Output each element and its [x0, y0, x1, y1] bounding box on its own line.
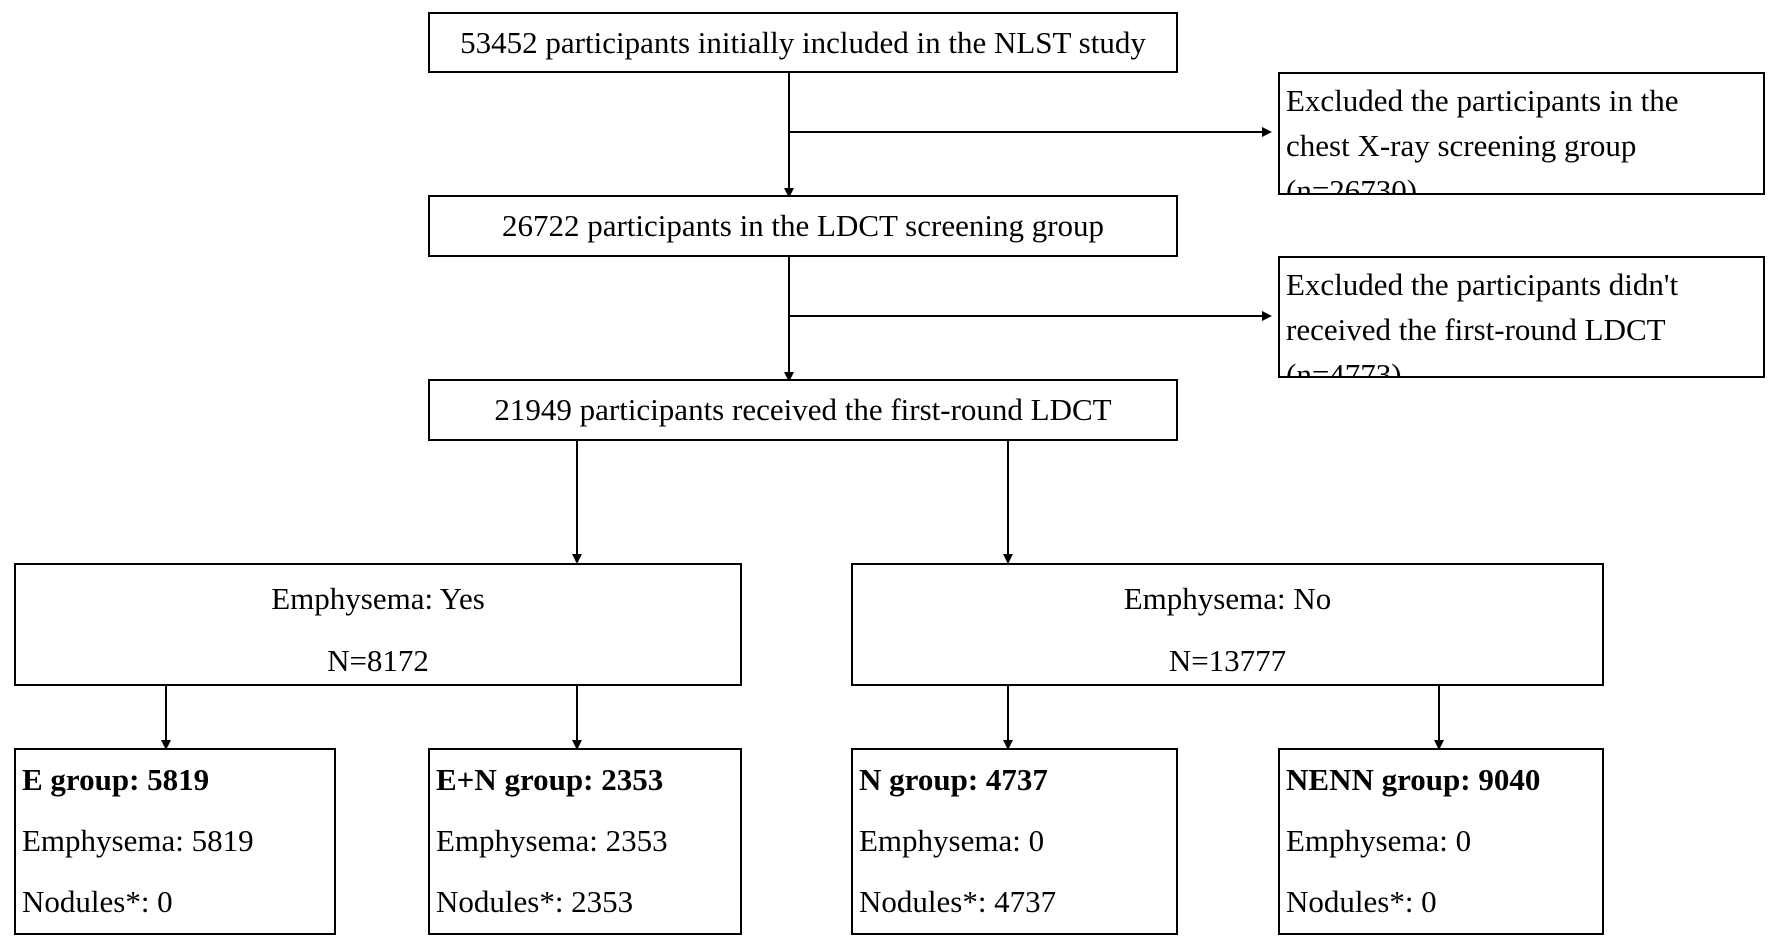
exclusion-xray-line-2: chest X-ray screening group — [1286, 128, 1637, 163]
initial-participants-box: 53452 participants initially included in… — [428, 12, 1178, 73]
e-group-nodules: Nodules*: 0 — [22, 884, 173, 919]
exclusion-first-round-line-2: received the first-round LDCT — [1286, 312, 1666, 347]
e-group-box: E group: 5819 Emphysema: 5819 Nodules*: … — [14, 748, 336, 935]
n-group-emphysema: Emphysema: 0 — [859, 823, 1045, 858]
emphysema-no-label: Emphysema: No — [1123, 581, 1332, 616]
n-group-box: N group: 4737 Emphysema: 0 Nodules*: 473… — [851, 748, 1178, 935]
exclusion-xray-line-3: (n=26730) — [1286, 173, 1418, 195]
exclusion-xray-box: Excluded the participants in the chest X… — [1278, 72, 1765, 195]
emphysema-no-box: Emphysema: No N=13777 — [851, 563, 1604, 686]
nenn-group-title: NENN group: 9040 — [1286, 762, 1541, 797]
n-group-nodules: Nodules*: 4737 — [859, 884, 1057, 919]
first-round-text: 21949 participants received the first-ro… — [494, 392, 1112, 428]
e-group-emphysema: Emphysema: 5819 — [22, 823, 254, 858]
ldct-group-box: 26722 participants in the LDCT screening… — [428, 195, 1178, 257]
n-group-title: N group: 4737 — [859, 762, 1048, 797]
nenn-group-box: NENN group: 9040 Emphysema: 0 Nodules*: … — [1278, 748, 1604, 935]
emphysema-yes-box: Emphysema: Yes N=8172 — [14, 563, 742, 686]
exclusion-first-round-box: Excluded the participants didn't receive… — [1278, 256, 1765, 378]
exclusion-first-round-line-1: Excluded the participants didn't — [1286, 267, 1679, 302]
exclusion-xray-line-1: Excluded the participants in the — [1286, 83, 1679, 118]
en-group-title: E+N group: 2353 — [436, 762, 664, 797]
emphysema-yes-count: N=8172 — [327, 643, 429, 678]
nenn-group-nodules: Nodules*: 0 — [1286, 884, 1437, 919]
emphysema-yes-label: Emphysema: Yes — [271, 581, 485, 616]
e-group-title: E group: 5819 — [22, 762, 210, 797]
ldct-group-text: 26722 participants in the LDCT screening… — [501, 208, 1105, 244]
first-round-box: 21949 participants received the first-ro… — [428, 379, 1178, 441]
en-group-nodules: Nodules*: 2353 — [436, 884, 634, 919]
en-group-box: E+N group: 2353 Emphysema: 2353 Nodules*… — [428, 748, 742, 935]
nenn-group-emphysema: Emphysema: 0 — [1286, 823, 1472, 858]
exclusion-first-round-line-3: (n=4773) — [1286, 357, 1402, 378]
emphysema-no-count: N=13777 — [1168, 643, 1287, 678]
en-group-emphysema: Emphysema: 2353 — [436, 823, 668, 858]
initial-participants-text: 53452 participants initially included in… — [460, 24, 1146, 60]
